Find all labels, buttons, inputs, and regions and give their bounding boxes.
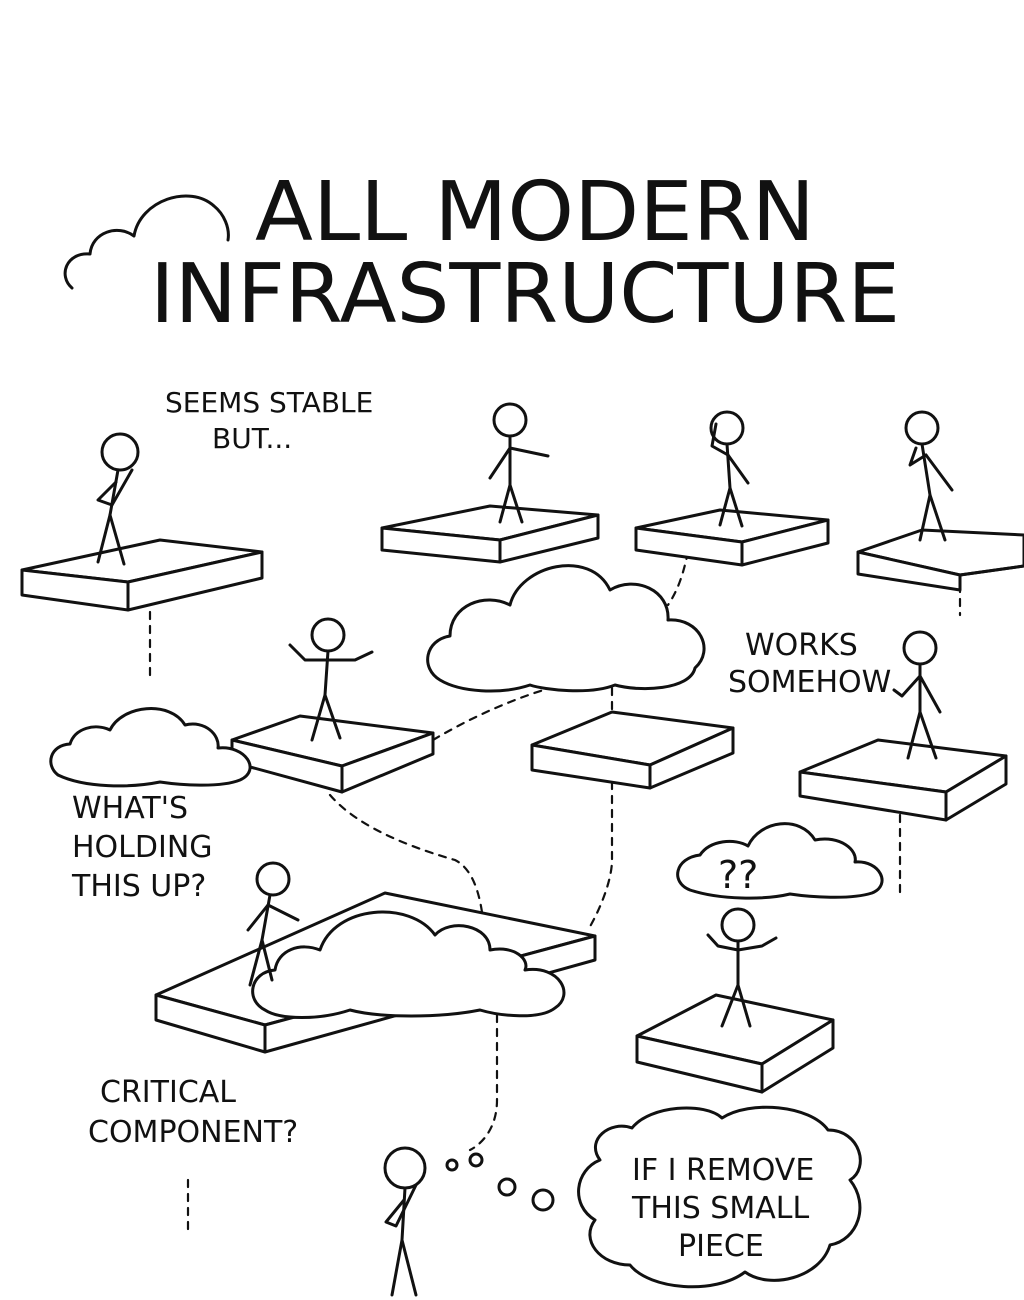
caption-works-2: SOMEHOW [728,665,891,700]
caption-critical-2: COMPONENT? [88,1115,298,1150]
platform-top-left [20,538,264,612]
cloud-question-marks [676,822,884,900]
stick-figure-walking [892,630,942,760]
platform-middle-center [530,710,735,790]
caption-seems-stable-1: SEEMS STABLE [165,386,373,419]
stick-figure-shrugging-2 [706,907,778,1028]
stick-figure-reaching [246,861,300,987]
platform-middle-right [798,738,1008,822]
thought-line-3: PIECE [678,1229,764,1264]
stick-figure-pointing [488,402,550,524]
title-line-2: INFRASTRUCTURE [150,247,900,342]
platform-top-right-2 [856,528,1024,592]
caption-whats-1: WHAT'S [72,791,188,826]
platform-top-middle [380,504,600,564]
caption-seems-stable-2: BUT... [212,422,292,455]
caption-whats-3: THIS UP? [71,869,206,904]
thought-bubble [577,1105,862,1289]
thought-line-1: IF I REMOVE [632,1153,814,1188]
cloud-left [49,707,252,788]
thought-bubble-dots [445,1152,555,1212]
platform-top-right-1 [634,508,830,567]
platform-middle-left [230,714,435,794]
stick-figure-thinking [383,1146,427,1297]
cloud-large-center [426,564,706,693]
cloud-bottom-center [251,910,566,1019]
title-cloud-icon [63,194,230,290]
caption-works-1: WORKS [745,628,858,663]
stick-figure-scratching-head [709,410,750,528]
stick-figure-pondering-2 [904,410,954,542]
thought-line-2: THIS SMALL [631,1191,809,1226]
title-line-1: ALL MODERN [255,165,815,260]
stick-figure-shrugging-1 [288,617,374,742]
stick-figure-pondering-1 [96,432,140,566]
caption-whats-2: HOLDING [72,830,213,865]
caption-critical-1: CRITICAL [100,1075,236,1110]
platform-bottom-right [635,993,835,1094]
question-marks-text: ?? [718,853,758,897]
